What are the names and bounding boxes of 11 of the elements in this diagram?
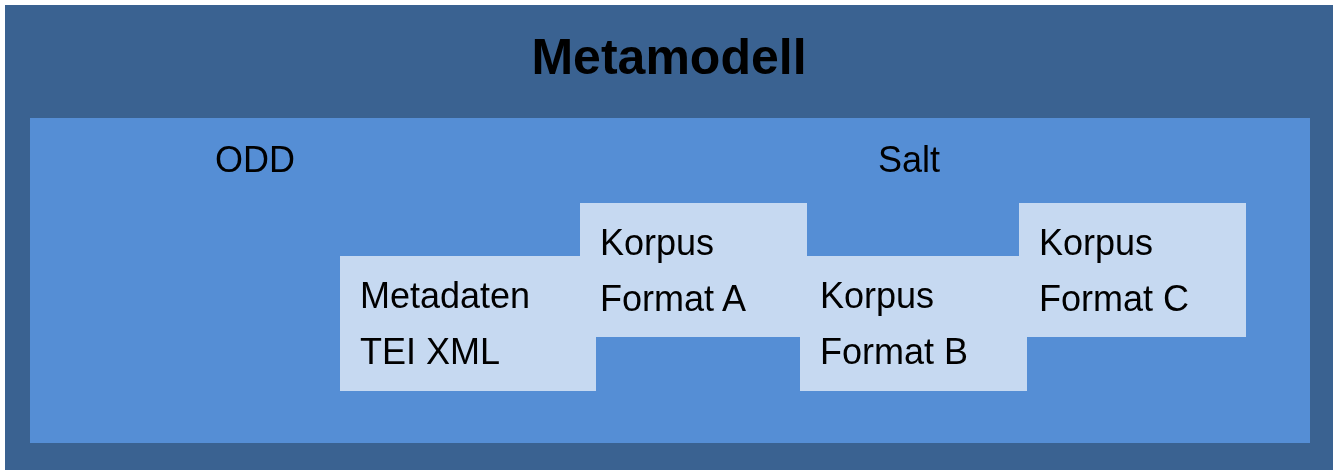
box-label: Korpus Format B bbox=[820, 274, 970, 374]
region-label: ODD bbox=[215, 138, 295, 182]
box-label: Korpus Format A bbox=[600, 221, 748, 321]
title: Metamodell bbox=[530, 28, 808, 87]
box-label: Metadaten TEI XML bbox=[360, 274, 532, 374]
region-label: Salt bbox=[878, 138, 941, 182]
box-label: Korpus Format C bbox=[1039, 221, 1190, 321]
format-box bbox=[1019, 203, 1246, 337]
inner-panel bbox=[30, 118, 1310, 443]
format-box bbox=[340, 256, 596, 391]
outer-panel bbox=[5, 5, 1333, 470]
